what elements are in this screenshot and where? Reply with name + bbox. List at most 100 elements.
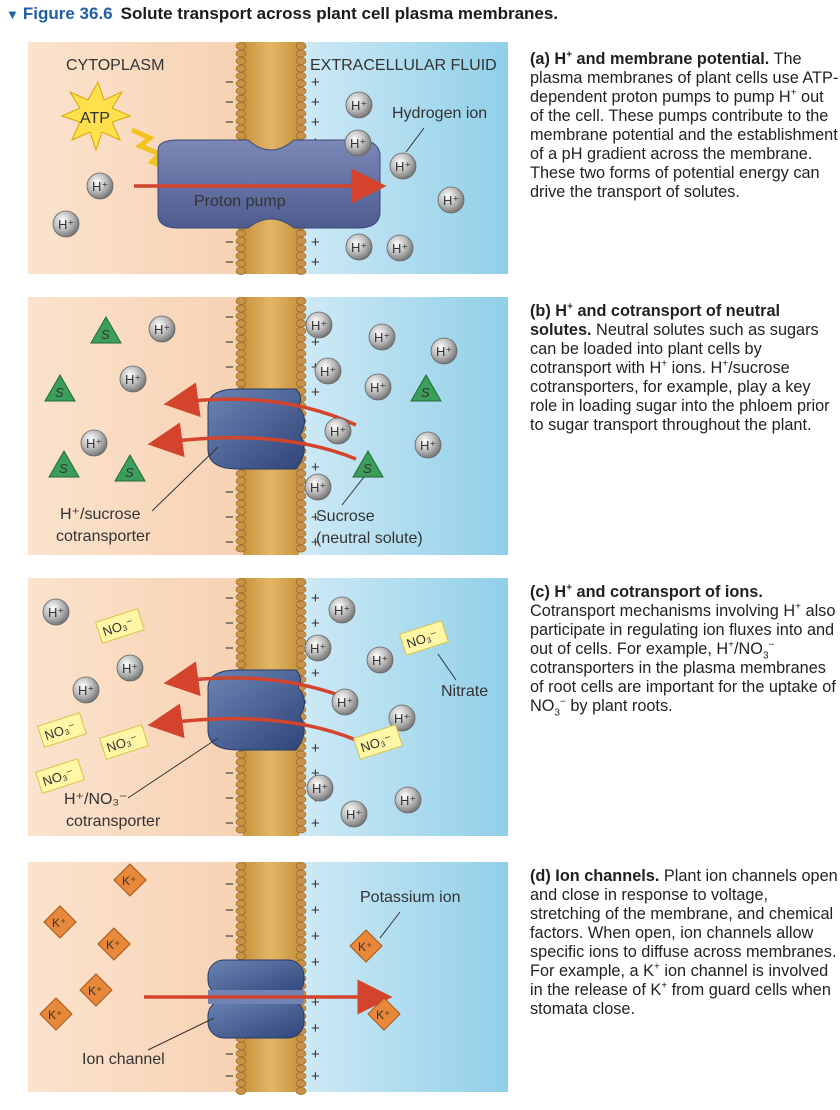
phospholipid-head: [295, 653, 307, 661]
negative-charge: −: [225, 534, 234, 551]
caption-c: (c) H+ and cotransport of ions. Cotransp…: [530, 582, 836, 719]
hydrogen-ion: H⁺: [344, 129, 372, 157]
phospholipid-head: [235, 899, 247, 908]
positive-charge: +: [311, 334, 320, 351]
phospholipid-head: [295, 1087, 307, 1095]
hydrogen-ion: H⁺: [72, 676, 100, 704]
phospholipid-head: [235, 907, 247, 915]
phospholipid-head: [295, 899, 307, 908]
phospholipid-head: [235, 765, 247, 774]
ion-channel-protein-bottom: [207, 999, 305, 1039]
sucrose-cotransporter-label-2: cotransporter: [56, 528, 151, 545]
phospholipid-head: [295, 937, 307, 945]
positive-charge: +: [311, 815, 320, 832]
phospholipid-head: [295, 773, 307, 781]
phospholipid-head: [295, 578, 307, 586]
hydrogen-ions: H⁺H⁺H⁺H⁺H⁺H⁺H⁺H⁺: [52, 91, 465, 262]
phospholipid-head: [295, 537, 307, 545]
sucrose-cotransporter-label-1: H⁺/sucrose: [60, 506, 141, 523]
phospholipid-head: [295, 1064, 307, 1073]
phospholipid-head: [235, 522, 247, 530]
phospholipid-head: [295, 79, 307, 88]
phospholipid-head: [235, 937, 247, 945]
phospholipid-head: [235, 660, 247, 669]
negative-charge: −: [225, 765, 234, 782]
phospholipid-head: [235, 862, 247, 870]
phospholipid-head: [295, 884, 307, 893]
hydrogen-ion: H⁺: [437, 186, 465, 214]
phospholipid-head: [295, 1034, 307, 1043]
phospholipid-head: [235, 750, 247, 759]
phospholipid-head: [295, 750, 307, 759]
phospholipid-head: [235, 630, 247, 639]
positive-charge: +: [311, 509, 320, 526]
atp-label: ATP: [80, 110, 110, 127]
phospholipid-head: [235, 529, 247, 538]
svg-text:K⁺: K⁺: [52, 916, 66, 930]
sucrose-molecule: S: [352, 449, 384, 478]
hydrogen-ion: H⁺: [340, 800, 368, 828]
phospholipid-head: [295, 57, 307, 65]
phospholipid-head: [235, 237, 247, 245]
phospholipid-head: [295, 492, 307, 500]
phospholipid-head: [295, 349, 307, 358]
potassium-ion: K⁺: [97, 927, 131, 961]
svg-text:H⁺: H⁺: [78, 683, 94, 698]
phospholipid-head: [295, 529, 307, 538]
phospholipid-head: [295, 630, 307, 639]
svg-text:H⁺: H⁺: [420, 438, 436, 453]
cotransport-arrow-upper: [163, 382, 357, 427]
positive-charge: +: [311, 1020, 320, 1037]
positive-charge: +: [311, 665, 320, 682]
nitrate-leader-line: [437, 653, 457, 681]
phospholipid-head: [235, 600, 247, 609]
phospholipid-head: [295, 862, 307, 870]
phospholipid-head: [295, 645, 307, 654]
phospholipid-head: [295, 869, 307, 878]
svg-text:K⁺: K⁺: [122, 874, 136, 888]
phospholipid-head: [235, 922, 247, 930]
hydrogen-ion: H⁺: [119, 365, 147, 393]
phospholipid-head: [235, 499, 247, 508]
hydrogen-ion: H⁺: [304, 473, 332, 501]
phospholipid-head: [235, 477, 247, 485]
phospholipid-head: [295, 49, 307, 58]
phospholipid-head: [295, 132, 307, 140]
hydrogen-ion: H⁺: [306, 774, 334, 802]
phospholipid-head: [295, 357, 307, 365]
positive-charge: +: [311, 534, 320, 551]
phospholipid-head: [235, 507, 247, 515]
caption-d: (d) Ion channels. Plant ion channels ope…: [530, 867, 838, 1018]
phospholipid-head: [295, 877, 307, 885]
phospholipid-head: [295, 758, 307, 766]
nitrate-cotransporter-protein: [207, 669, 305, 751]
sucrose-molecule: S: [410, 373, 442, 402]
phospholipid-head: [295, 42, 307, 50]
positive-charge: +: [311, 234, 320, 251]
hydrogen-ion: H⁺: [80, 429, 108, 457]
phospholipid-head: [295, 342, 307, 350]
phospholipid-head: [295, 795, 307, 804]
panel-b-diagram: −+−+−+−+−+−+−+−+ H⁺H⁺H⁺H⁺H⁺H⁺H⁺H⁺H⁺H⁺H⁺ …: [28, 297, 508, 555]
phospholipid-head: [295, 1049, 307, 1058]
hydrogen-ions: H⁺H⁺H⁺H⁺H⁺H⁺H⁺H⁺H⁺H⁺H⁺: [42, 596, 422, 828]
phospholipid-head: [235, 544, 247, 553]
phospholipid-head: [235, 1057, 247, 1065]
svg-text:H⁺: H⁺: [351, 240, 367, 255]
potassium-ion: K⁺: [113, 863, 147, 897]
negative-charge: −: [225, 790, 234, 807]
phospholipid-head: [295, 522, 307, 530]
phospholipid-head: [295, 484, 307, 493]
phospholipid-head: [235, 653, 247, 661]
cotransport-arrow-lower: [147, 703, 357, 742]
hydrogen-ion: H⁺: [304, 634, 332, 662]
proton-pump-label: Proton pump: [194, 193, 286, 210]
panel-c-diagram: −+−+−+−+−+−+−+−+ H⁺H⁺H⁺H⁺H⁺H⁺H⁺H⁺H⁺H⁺H⁺ …: [28, 578, 508, 836]
phospholipid-head: [295, 1072, 307, 1080]
svg-text:H⁺: H⁺: [400, 793, 416, 808]
phospholipid-head: [235, 869, 247, 878]
phospholipid-head: [235, 758, 247, 766]
svg-text:H⁺: H⁺: [337, 695, 353, 710]
phospholipid-head: [235, 1087, 247, 1095]
negative-charge: −: [225, 254, 234, 271]
